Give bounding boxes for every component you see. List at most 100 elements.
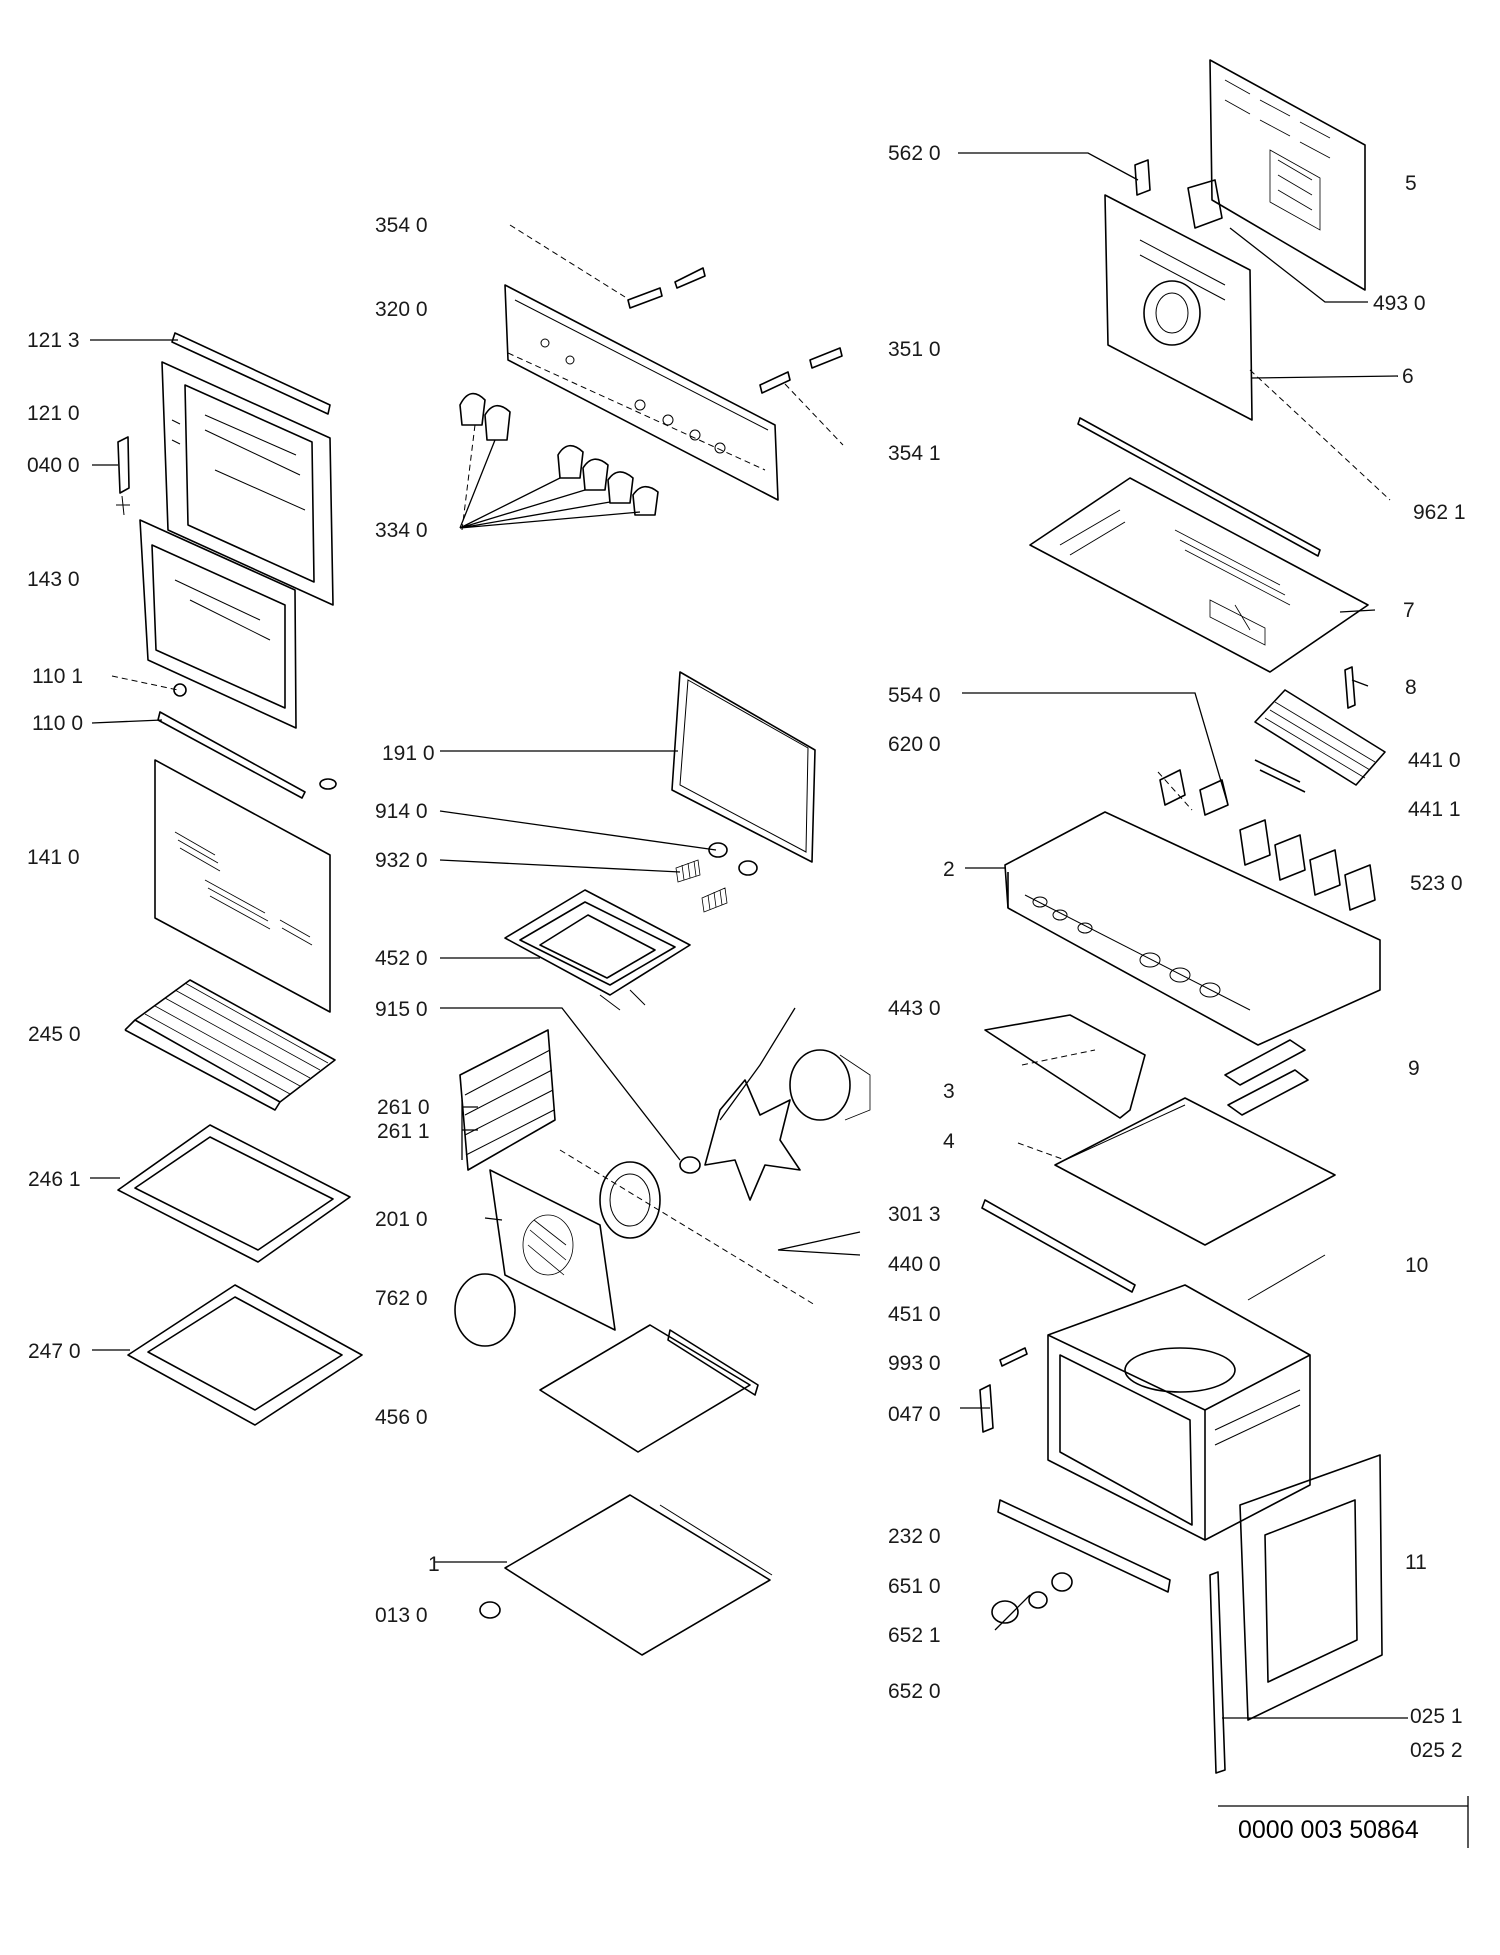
foot-013-0: [479, 1601, 501, 1619]
label-993-0: 993 0: [888, 1352, 941, 1375]
relay-620-0: [1159, 769, 1186, 806]
label-232-0: 232 0: [888, 1525, 941, 1548]
label-11: 11: [1405, 1551, 1427, 1574]
label-9: 9: [1408, 1057, 1420, 1080]
clip-8: [1344, 666, 1356, 709]
label-247-0: 247 0: [28, 1340, 81, 1363]
collar-451-0: [679, 1156, 701, 1174]
label-620-0: 620 0: [888, 733, 941, 756]
label-456-0: 456 0: [375, 1406, 428, 1429]
control-knob-652-0: [1028, 1591, 1048, 1609]
bottom-panel-1: [504, 1494, 773, 1656]
fan-blade-motor-443-0: [704, 1049, 871, 1201]
label-025-1: 025 1: [1410, 1705, 1463, 1728]
label-013-0: 013 0: [375, 1604, 428, 1627]
top-panel-7: [1029, 477, 1369, 673]
leader-lines: [90, 152, 1408, 1719]
cavity-box: [1047, 1284, 1311, 1541]
fan-ring-440-0: [599, 1161, 661, 1239]
label-7: 7: [1403, 599, 1415, 622]
gasket-191-0: [671, 671, 816, 863]
label-320-0: 320 0: [375, 298, 428, 321]
label-334-0: 334 0: [375, 519, 428, 542]
label-025-2: 025 2: [1410, 1739, 1463, 1762]
label-354-1: 354 1: [888, 442, 941, 465]
label-762-0: 762 0: [375, 1287, 428, 1310]
label-4: 4: [943, 1130, 955, 1153]
label-554-0: 554 0: [888, 684, 941, 707]
outer-glass-141-0: [154, 759, 331, 1013]
label-452-0: 452 0: [375, 947, 428, 970]
label-10: 10: [1405, 1254, 1428, 1277]
label-261-0: 261 0: [377, 1096, 430, 1119]
gasket-ring-762-0: [454, 1273, 516, 1347]
control-knob-651-0: [1051, 1572, 1073, 1592]
label-523-0: 523 0: [1410, 872, 1463, 895]
bar-301-3: [981, 1199, 1136, 1293]
trim-9: [1224, 1039, 1309, 1116]
side-rail-261: [459, 1029, 556, 1171]
strip-232-0: [997, 1499, 1171, 1593]
label-440-0: 440 0: [888, 1253, 941, 1276]
label-652-1: 652 1: [888, 1624, 941, 1647]
label-451-0: 451 0: [888, 1303, 941, 1326]
fan-cover-201-0: [489, 1169, 616, 1331]
bracket-562-0: [1134, 159, 1151, 196]
label-047-0: 047 0: [888, 1403, 941, 1426]
thermostats-523-0: [1239, 819, 1376, 911]
label-143-0: 143 0: [27, 568, 80, 591]
label-932-0: 932 0: [375, 849, 428, 872]
label-8: 8: [1405, 676, 1417, 699]
label-443-0: 443 0: [888, 997, 941, 1020]
lamp-holder-914-0: [708, 842, 728, 858]
control-panel-320-0: [504, 284, 779, 501]
seal-strip-962-1: [1077, 417, 1321, 557]
label-914-0: 914 0: [375, 800, 428, 823]
label-191-0: 191 0: [382, 742, 435, 765]
rear-cover-456-0: [539, 1324, 759, 1453]
spindles-351-0: [759, 347, 843, 394]
label-3: 3: [943, 1080, 955, 1103]
label-915-0: 915 0: [375, 998, 428, 1021]
springs-932-0: [675, 859, 758, 913]
shelf-3: [984, 1014, 1146, 1119]
label-121-0: 121 0: [27, 402, 80, 425]
label-651-0: 651 0: [888, 1575, 941, 1598]
chassis-2: [1004, 811, 1381, 1046]
label-261-1: 261 1: [377, 1120, 430, 1143]
back-cover-5: [1209, 59, 1366, 291]
label-1: 1: [428, 1553, 440, 1576]
part-labels: 121 3 121 0 040 0 143 0 110 1 110 0 141 …: [27, 142, 1466, 1762]
label-652-0: 652 0: [888, 1680, 941, 1703]
label-141-0: 141 0: [27, 846, 80, 869]
inner-door-panel-143-0: [139, 519, 297, 729]
fan-motor-441: [1254, 689, 1386, 793]
label-5: 5: [1405, 172, 1417, 195]
rear-panel-6: [1104, 194, 1253, 421]
label-121-3: 121 3: [27, 329, 80, 352]
baking-tray-246-1: [117, 1124, 351, 1263]
rail-110-0: [157, 711, 337, 799]
wire-rack-245-0: [124, 979, 336, 1111]
label-201-0: 201 0: [375, 1208, 428, 1231]
hinge-040-0: [116, 436, 130, 516]
label-246-1: 246 1: [28, 1168, 81, 1191]
label-6: 6: [1402, 365, 1414, 388]
label-962-1: 962 1: [1413, 501, 1466, 524]
heating-element-452-0: [504, 889, 691, 1011]
label-245-0: 245 0: [28, 1023, 81, 1046]
label-301-3: 301 3: [888, 1203, 941, 1226]
side-door-11: [1239, 1454, 1383, 1721]
document-number: 0000 003 50864: [1238, 1816, 1419, 1844]
pins-354-0: [627, 267, 706, 309]
rod-10: [1247, 1254, 1326, 1301]
label-493-0: 493 0: [1373, 292, 1426, 315]
label-040-0: 040 0: [27, 454, 80, 477]
label-351-0: 351 0: [888, 338, 941, 361]
knobs-334-0: [459, 392, 659, 516]
label-441-0: 441 0: [1408, 749, 1461, 772]
door-top-strip-121-3: [171, 332, 331, 415]
door-frame-121-0: [161, 361, 334, 606]
clip-110-1: [173, 683, 187, 697]
